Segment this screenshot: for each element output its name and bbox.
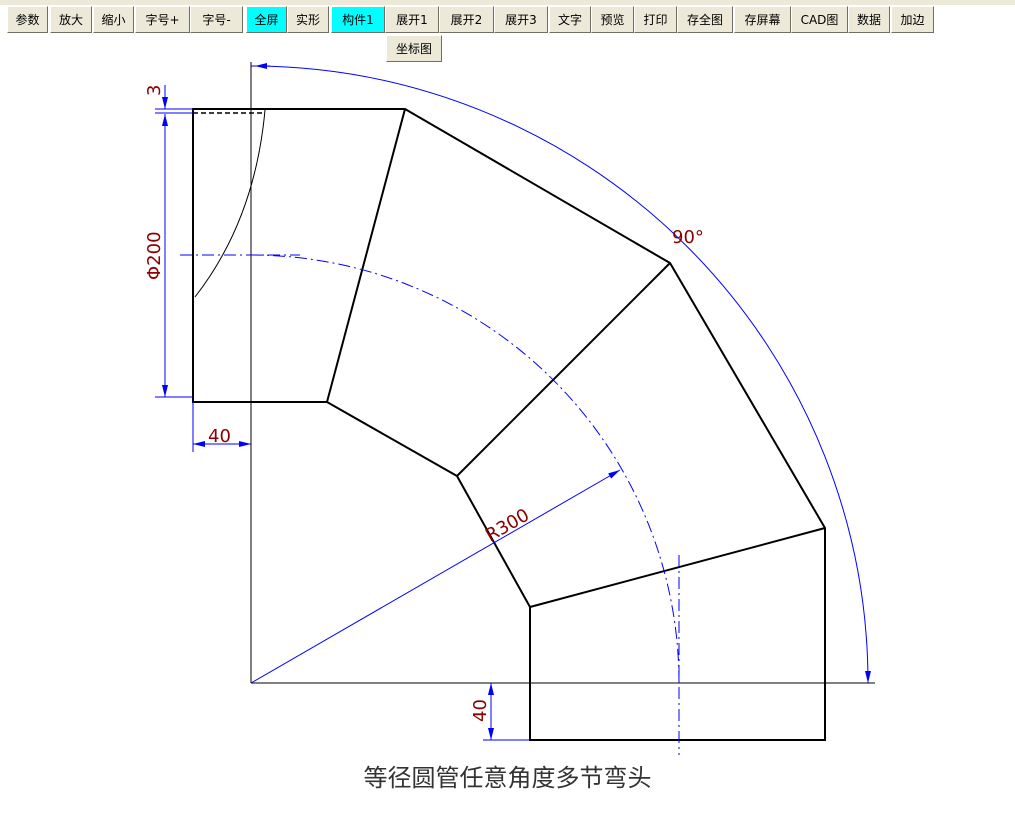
diameter-label: Φ200	[144, 231, 165, 280]
toolbar-button-4[interactable]: 字号-	[190, 6, 243, 33]
toolbar-button-0[interactable]: 参数	[7, 6, 48, 33]
toolbar-button-8[interactable]: 展开1	[385, 6, 439, 33]
toolbar-button-5[interactable]: 全屏	[246, 6, 287, 33]
toolbar-button-10[interactable]: 展开3	[494, 6, 548, 33]
toolbar-button-14[interactable]: 存全图	[677, 6, 733, 33]
toolbar-button-1[interactable]: 放大	[50, 6, 92, 33]
toolbar-button-9[interactable]: 展开2	[439, 6, 494, 33]
menu-bar	[0, 0, 1015, 5]
radius-dimension-line	[250, 469, 621, 684]
toolbar-button-7[interactable]: 构件1	[331, 6, 385, 33]
toolbar-button-17[interactable]: 数据	[848, 6, 890, 33]
thickness-label: 3	[144, 85, 165, 96]
toolbar-button-2[interactable]: 缩小	[93, 6, 134, 33]
toolbar-button-6[interactable]: 实形	[287, 6, 329, 33]
centerline-arc	[250, 254, 680, 684]
toolbar-button-13[interactable]: 打印	[634, 6, 677, 33]
toolbar-button-15[interactable]: 存屏幕	[734, 6, 791, 33]
offset-left-label: 40	[208, 426, 231, 447]
coordinate-chart-button[interactable]: 坐标图	[386, 35, 442, 62]
cut-curve	[194, 109, 266, 298]
offset-bottom-label: 40	[470, 699, 491, 722]
toolbar-button-3[interactable]: 字号+	[135, 6, 190, 33]
drawing-title: 等径圆管任意角度多节弯头	[363, 764, 652, 792]
toolbar-button-11[interactable]: 文字	[549, 6, 591, 33]
radius-label: R300	[482, 505, 533, 547]
toolbar-button-16[interactable]: CAD图	[791, 6, 848, 33]
joint-line-1	[326, 108, 406, 403]
toolbar-button-18[interactable]: 加边	[891, 6, 934, 33]
joint-line-2	[456, 262, 671, 477]
angle-label: 90°	[672, 227, 704, 248]
angle-dimension-arc	[250, 65, 871, 684]
toolbar-button-12[interactable]: 预览	[591, 6, 634, 33]
joint-line-3	[529, 527, 826, 608]
